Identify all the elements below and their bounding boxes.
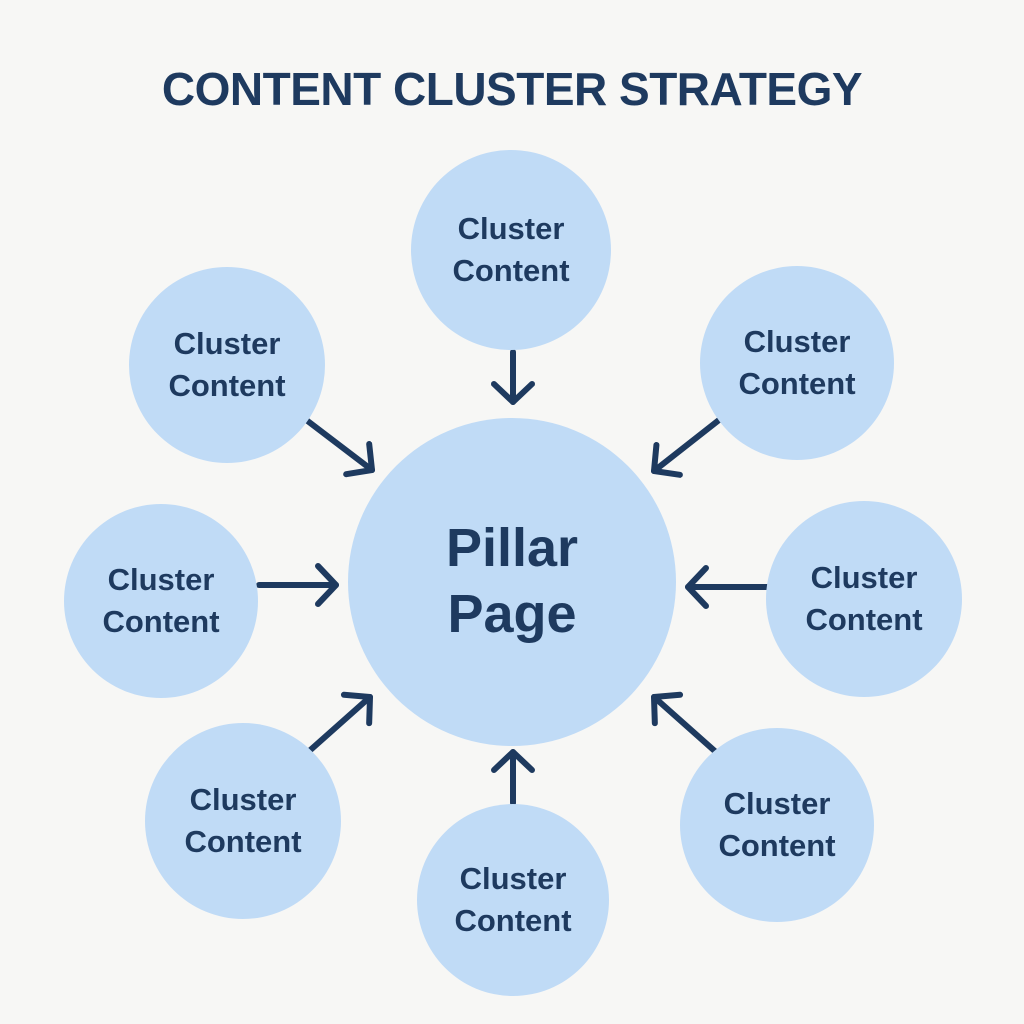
cluster-node-bottom: Cluster Content bbox=[417, 804, 609, 996]
cluster-node-label: Cluster Content bbox=[805, 560, 923, 637]
cluster-node-lower-right: Cluster Content bbox=[680, 728, 874, 922]
cluster-node-left: Cluster Content bbox=[64, 504, 258, 698]
cluster-node-label: Cluster Content bbox=[454, 861, 572, 938]
cluster-node-label: Cluster Content bbox=[168, 326, 286, 403]
cluster-node-label: Cluster Content bbox=[102, 562, 220, 639]
arrow-upper-right-to-center-icon bbox=[651, 417, 722, 478]
cluster-node-label: Cluster Content bbox=[718, 786, 836, 863]
cluster-node-label: Cluster Content bbox=[452, 211, 570, 288]
arrow-lower-right-to-center-icon bbox=[651, 691, 720, 756]
arrow-upper-left-to-center-icon bbox=[302, 416, 375, 478]
cluster-node-label: Cluster Content bbox=[184, 782, 302, 859]
pillar-page-node: Pillar Page bbox=[348, 418, 676, 746]
pillar-page-label: Pillar Page bbox=[445, 518, 579, 644]
arrow-lower-left-to-center-icon bbox=[304, 691, 373, 756]
page-title: CONTENT CLUSTER STRATEGY bbox=[161, 63, 863, 115]
cluster-node-label: Cluster Content bbox=[738, 324, 856, 401]
cluster-node-lower-left: Cluster Content bbox=[145, 723, 341, 919]
cluster-node-top: Cluster Content bbox=[411, 150, 611, 350]
cluster-node-upper-right: Cluster Content bbox=[700, 266, 894, 460]
cluster-node-upper-left: Cluster Content bbox=[129, 267, 325, 463]
cluster-node-right: Cluster Content bbox=[766, 501, 962, 697]
